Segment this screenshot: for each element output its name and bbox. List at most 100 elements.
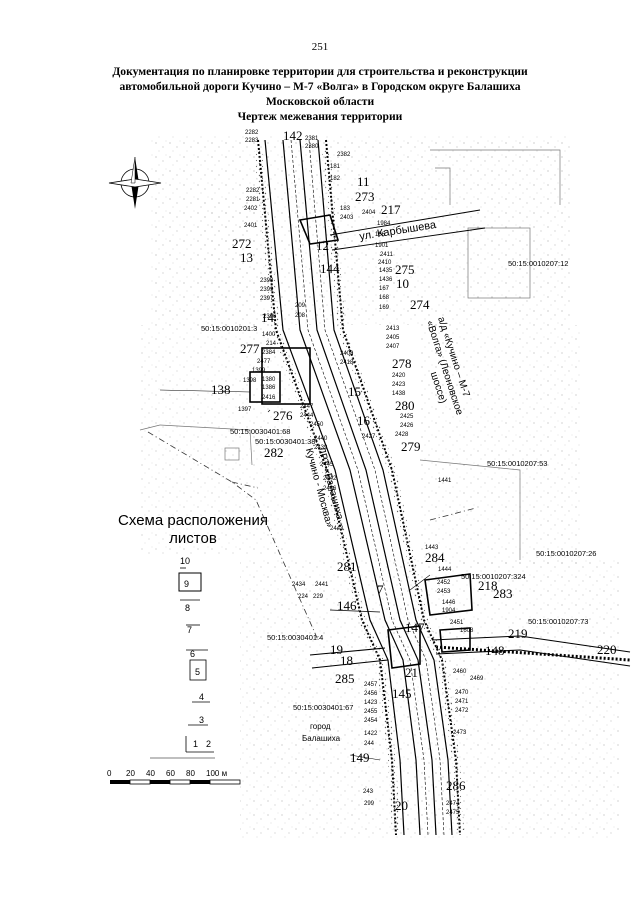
parcel-number-small: 299: [364, 801, 375, 807]
parcel-number-small: 2445: [320, 462, 334, 468]
title-line-3: Московской области: [265, 95, 375, 108]
parcel-number: 281: [337, 559, 357, 574]
parcel-number-small: 2281: [246, 197, 260, 203]
parcel-number: 146: [337, 598, 357, 613]
parcel-number: 219: [508, 626, 528, 641]
parcel-number: 274: [410, 297, 430, 312]
scale-tick-labels: 0 20 40 60 80 100 м: [107, 769, 227, 778]
parcel-number-small: 2420: [392, 373, 406, 379]
parcel-number-small: 1904: [442, 608, 456, 614]
leader-lines: [150, 389, 431, 761]
parcel-number: 283: [493, 586, 513, 601]
parcel-number-small: 2382: [337, 152, 351, 158]
parcel-number-small: 2405: [386, 335, 400, 341]
parcel-number-small: 2408: [340, 351, 354, 357]
parcel-number-small: 2413: [386, 326, 400, 332]
title-line-1: Документация по планировке территории дл…: [112, 65, 528, 78]
parcel-number-small: 1399: [252, 368, 266, 374]
parcel-number: 147: [405, 620, 425, 635]
sheet-number: 2: [206, 739, 211, 749]
cadastral-number: 50:15:0010207:53: [487, 459, 547, 468]
parcel-number: 21: [405, 665, 418, 680]
parcel-number-small: 224: [298, 594, 309, 600]
parcel-number: 276: [273, 408, 293, 423]
parcel-number-small: 2423: [392, 382, 406, 388]
city-label-line-2: Балашиха: [302, 734, 341, 743]
parcel-number-small: 2282: [245, 130, 259, 136]
parcel-number-small: 1438: [392, 391, 406, 397]
parcel-number-small: 1423: [364, 700, 378, 706]
parcel-number-small: 2403: [340, 215, 354, 221]
parcel-number-small: 2282: [246, 188, 260, 194]
parcel-number-small: 2456: [364, 691, 378, 697]
parcel-number-small: 2398: [260, 278, 274, 284]
parcel-number-small: 229: [313, 594, 324, 600]
sheet-number: 5: [195, 667, 200, 677]
parcel-number-small: 169: [379, 305, 390, 311]
parcel-number-small: 2442: [323, 476, 337, 482]
sheet-numbers: 10 9 8 7 6 5 4 3 1 2: [180, 556, 211, 749]
parcel-number-small: 2469: [470, 676, 484, 682]
parcel-number-small: 1901: [375, 243, 389, 249]
parcel-number-small: 2418: [340, 360, 354, 366]
side-parcels: [249, 214, 473, 669]
parcel-number: 10: [396, 276, 409, 291]
document-title: Документация по планировке территории дл…: [60, 64, 580, 124]
parcel-number: 18: [340, 653, 353, 668]
parcel-number-small: 2451: [450, 620, 464, 626]
parcel-number-small: 244: [364, 741, 375, 747]
cadastral-number: 50:15:0010207:324: [461, 572, 526, 581]
parcel-number-small: 2428: [395, 432, 409, 438]
parcel-number: 279: [401, 439, 421, 454]
cadastral-numbers: 50:15:0010207:12 50:15:0010201:3 50:15:0…: [201, 259, 596, 712]
parcel-number-small: 2473: [453, 730, 467, 736]
parcel-number-small: 181: [330, 164, 341, 170]
parcel-number-small: 2434: [292, 582, 306, 588]
parcel-number: 286: [446, 778, 466, 793]
parcel-number: 148: [485, 643, 505, 658]
parcel-number: 12: [316, 238, 329, 253]
parcel-number-small: 2427: [362, 434, 376, 440]
parcel-number-small: 2453: [437, 589, 451, 595]
parcel-number: 142: [283, 128, 303, 143]
parcel-number: 149: [350, 750, 370, 765]
parcel-number-small: 2426: [400, 423, 414, 429]
scale-tick: 0: [107, 769, 112, 778]
parcel-number-small: 2402: [244, 206, 258, 212]
scale-tick: 100 м: [206, 769, 227, 778]
parcel-number-small: 1397: [238, 407, 252, 413]
parcel-number: 220: [597, 642, 617, 657]
cadastral-number: 50:15:0010207:73: [528, 617, 588, 626]
parcel-number: 217: [381, 202, 401, 217]
parcel-number-small: 2440: [314, 436, 328, 442]
sheet-scheme: [178, 567, 214, 753]
parcel-number-small: 1441: [438, 478, 452, 484]
building-outlines: [139, 149, 561, 560]
parcel-number: 19: [330, 642, 343, 657]
parcel-number-small: 182: [330, 176, 341, 182]
parcel-number-small: 2443: [330, 526, 344, 532]
sheet-number: 10: [180, 556, 190, 566]
cadastral-number: 50:15:0030401:38: [255, 437, 315, 446]
parcel-number-small: 2416: [262, 395, 276, 401]
parcel-number-small: 183: [340, 206, 351, 212]
parcel-number-small: 2471: [455, 699, 469, 705]
parcel-number: 138: [211, 382, 231, 397]
parcel-number: 284: [425, 550, 445, 565]
parcel-number-small: 2396: [263, 314, 277, 320]
sheet-number: 6: [190, 649, 195, 659]
parcel-number: 218: [478, 578, 498, 593]
parcel-number-small: 2384: [262, 350, 276, 356]
parcel-number-small: 1443: [425, 545, 439, 551]
parcel-number-small: 2477: [257, 359, 271, 365]
parcel-number-small: 1435: [379, 268, 393, 274]
parcel-number-small: 1444: [438, 567, 452, 573]
city-label: город Балашиха: [302, 722, 341, 743]
parcel-number: 13: [240, 250, 253, 265]
cadastral-number: 50:15:0030401:68: [230, 427, 290, 436]
parcel-number: 272: [232, 236, 252, 251]
sheet-scheme-title-line-1: Схема расположения: [118, 512, 268, 529]
parcel-number-small: 1422: [364, 731, 378, 737]
parcel-number-small: 1446: [442, 600, 456, 606]
north-arrow-icon: [108, 156, 162, 209]
